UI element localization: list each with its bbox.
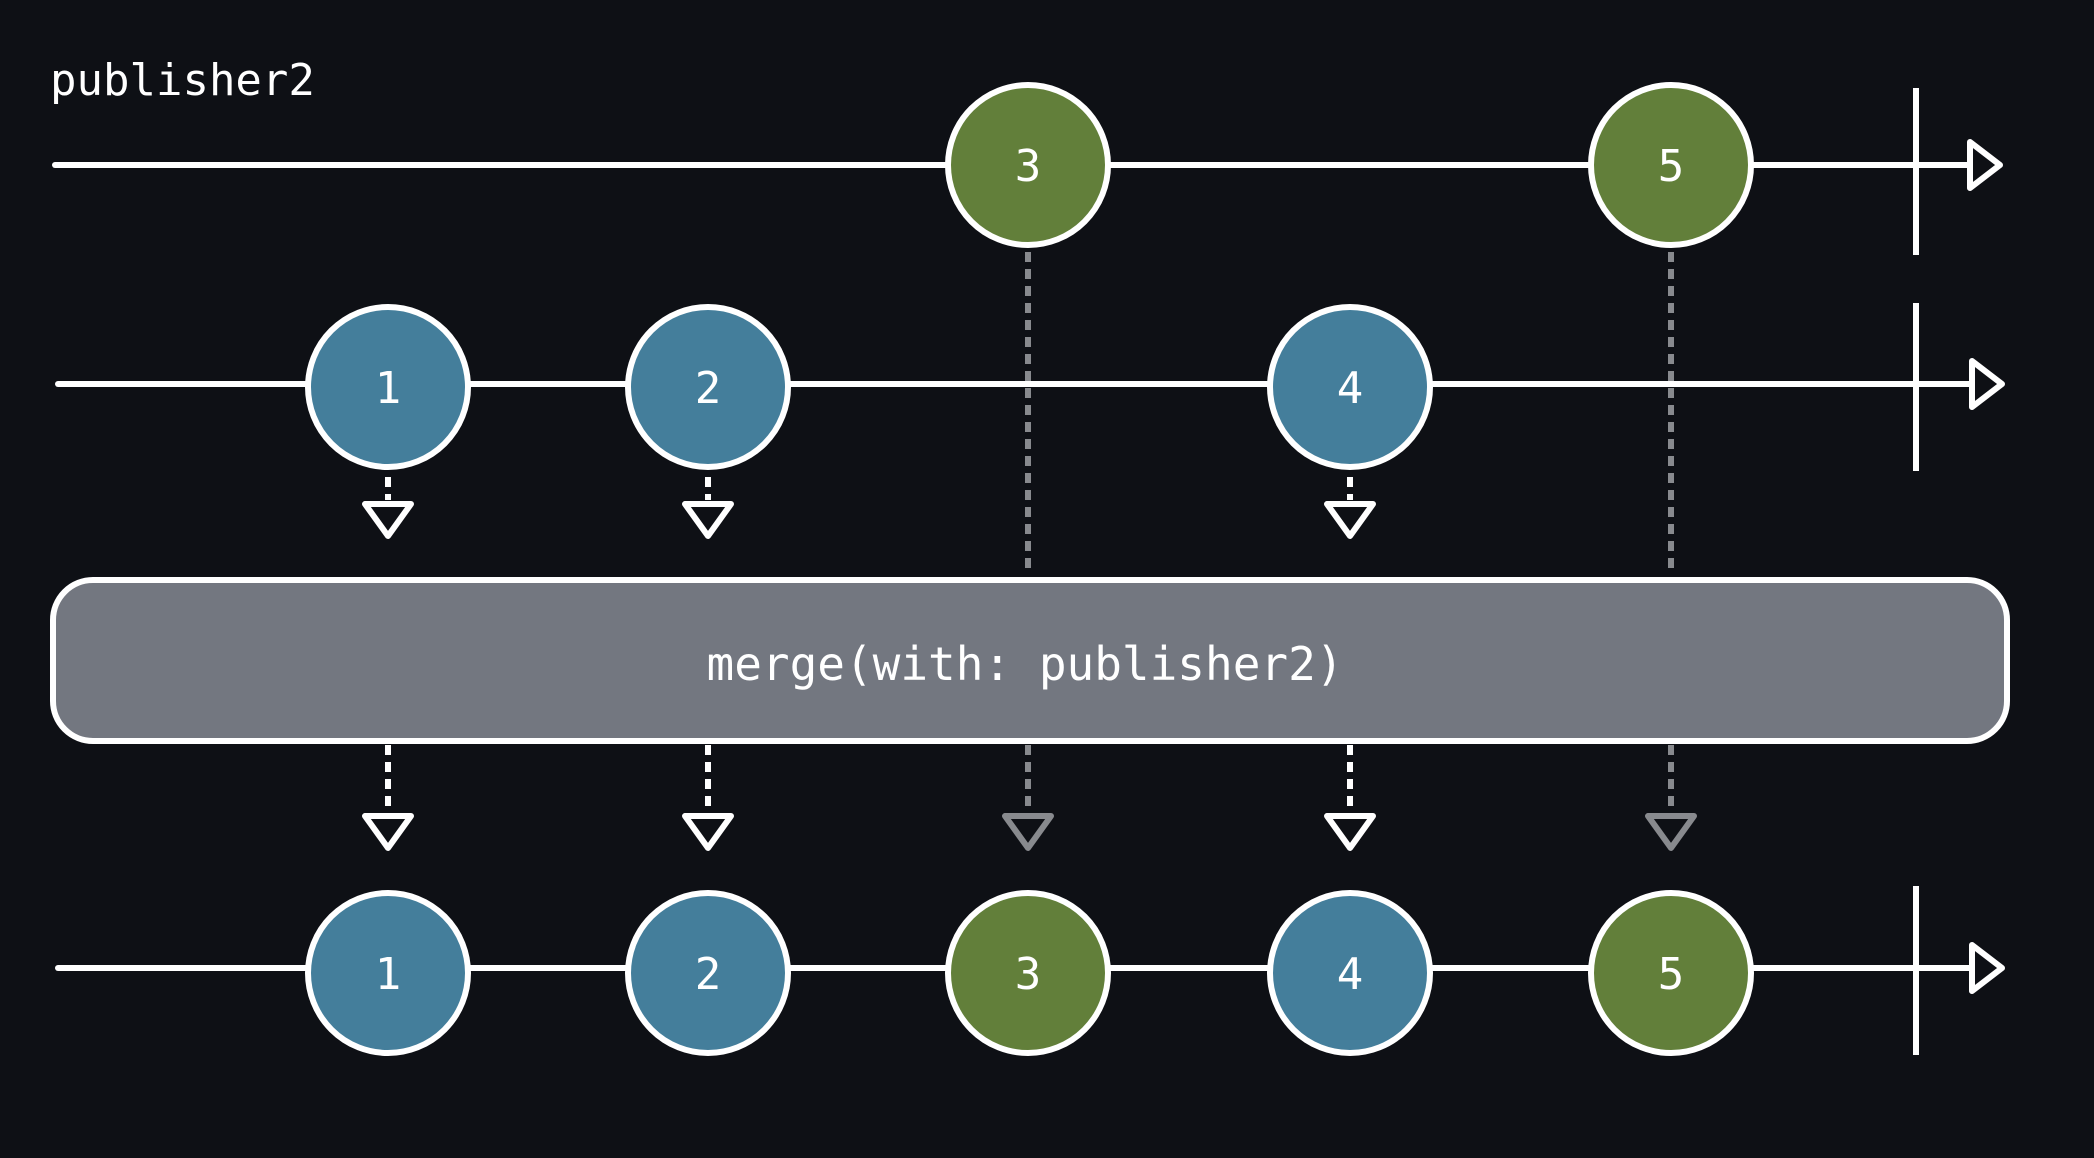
publisher2-marble: 5 — [1588, 82, 1754, 248]
down-arrow-icon — [1324, 501, 1376, 539]
marble-label: 2 — [695, 363, 722, 414]
down-arrow-icon — [1324, 813, 1376, 851]
operator-label: merge(with: publisher2) — [707, 637, 1344, 691]
marble-label: 1 — [375, 949, 402, 1000]
publisher1-marble: 2 — [625, 304, 791, 470]
down-arrow-icon — [362, 813, 414, 851]
output-marble: 4 — [1267, 890, 1433, 1056]
publisher1-timeline: 1 2 4 — [55, 303, 2005, 471]
down-arrow-icon — [682, 501, 734, 539]
marble-label: 3 — [1015, 141, 1042, 192]
publisher1-marble: 4 — [1267, 304, 1433, 470]
output-timeline: 1 2 3 4 5 — [55, 886, 2005, 1056]
marble-label: 5 — [1658, 949, 1685, 1000]
down-arrow-icon — [1002, 813, 1054, 851]
merge-operator: merge(with: publisher2) — [50, 577, 2010, 744]
publisher1-marble: 1 — [305, 304, 471, 470]
publisher2-marble: 3 — [945, 82, 1111, 248]
marble-label: 2 — [695, 949, 722, 1000]
output-marble: 1 — [305, 890, 471, 1056]
down-arrow-icon — [362, 501, 414, 539]
marble-label: 1 — [375, 363, 402, 414]
down-arrow-icon — [1645, 813, 1697, 851]
marble-label: 4 — [1337, 363, 1364, 414]
down-arrow-icon — [682, 813, 734, 851]
output-marble: 3 — [945, 890, 1111, 1056]
marble-label: 5 — [1658, 141, 1685, 192]
output-marble: 2 — [625, 890, 791, 1056]
publisher2-label: publisher2 — [50, 55, 315, 106]
marble-label: 3 — [1015, 949, 1042, 1000]
timeline-arrow-icon — [1967, 139, 2003, 191]
timeline-arrow-icon — [1969, 942, 2005, 994]
timeline-arrow-icon — [1969, 358, 2005, 410]
marble-label: 4 — [1337, 949, 1364, 1000]
connectors — [362, 252, 1697, 851]
output-marble: 5 — [1588, 890, 1754, 1056]
